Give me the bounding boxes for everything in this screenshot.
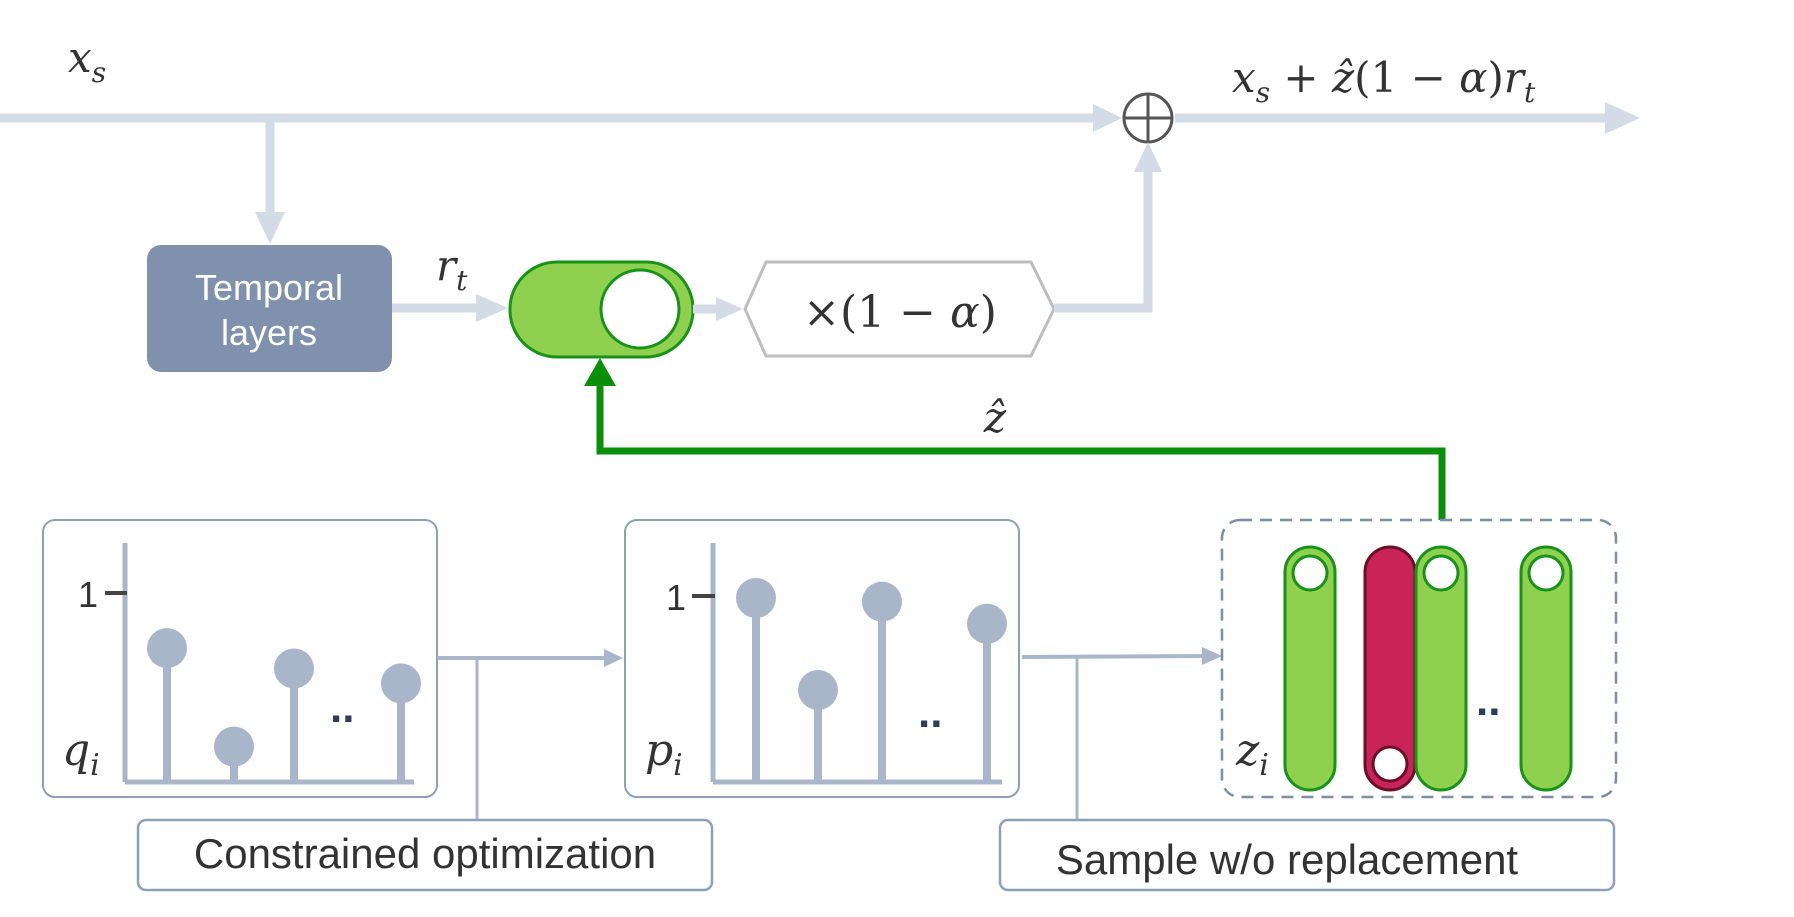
sum-node xyxy=(1122,92,1174,144)
p-ellipsis: .. xyxy=(918,688,942,737)
q-ellipsis: .. xyxy=(330,683,354,732)
p-stems xyxy=(736,578,1007,782)
gate-to-scale-arrowhead xyxy=(716,297,743,321)
p-panel-frame xyxy=(624,519,1020,798)
sampling-step: Sample w/o replacement xyxy=(998,818,1616,892)
z-hat-path xyxy=(596,380,1446,548)
optimization-step: Constrained optimization xyxy=(136,818,714,892)
q-stem-head-1 xyxy=(147,628,187,669)
p-stem-head-2 xyxy=(798,670,838,710)
z-pill-1 xyxy=(1283,545,1337,792)
q-stem-head-2 xyxy=(214,726,254,767)
q-stem-head-3 xyxy=(274,648,314,689)
z-pills xyxy=(1283,545,1573,792)
output-label: xs + ẑ(1 − α)rt xyxy=(1232,53,1536,109)
p-stem-head-4 xyxy=(967,603,1007,644)
temporal-to-gate-arrowhead xyxy=(476,294,508,322)
z-panel: .. zi xyxy=(1220,518,1618,799)
z-pill-knob-4 xyxy=(1527,554,1565,592)
gate-toggle-knob xyxy=(599,268,681,350)
p-stem-head-3 xyxy=(862,581,902,622)
z-pill-3 xyxy=(1414,545,1468,792)
scale-block: ×(1 − α) xyxy=(743,142,1162,358)
q-stems xyxy=(147,628,421,782)
sampling-box xyxy=(998,818,1616,892)
input-arrowhead xyxy=(1093,104,1122,132)
optimization-label: Constrained optimization xyxy=(194,830,656,877)
temporal-layers-box[interactable] xyxy=(147,245,392,372)
optimization-box xyxy=(136,818,714,892)
z-ellipsis: .. xyxy=(1476,676,1500,725)
scale-hexagon xyxy=(743,260,1056,358)
temporal-block: Temporal layers rt xyxy=(147,241,508,372)
main-flow: xs xs + ẑ(1 − α)rt xyxy=(0,33,1640,244)
q-stem-head-4 xyxy=(381,663,421,704)
z-hat-arrowhead xyxy=(584,358,616,386)
q-panel: 1 .. qi xyxy=(42,519,438,798)
scale-to-sum-line xyxy=(1054,168,1153,313)
control-path: ẑ xyxy=(584,358,1446,548)
gate-block xyxy=(508,260,743,359)
z-pill-4 xyxy=(1519,545,1573,792)
p-y-tick-label: 1 xyxy=(666,577,686,618)
z-pill-knob-1 xyxy=(1291,554,1329,592)
q-y-tick-label: 1 xyxy=(78,574,98,615)
branch-arrowhead xyxy=(255,212,285,244)
p-panel: 1 .. pi xyxy=(624,519,1020,798)
sampling-label: Sample w/o replacement xyxy=(1056,836,1519,883)
output-arrowhead xyxy=(1605,102,1640,134)
scale-label: ×(1 − α) xyxy=(803,287,997,338)
input-label: xs xyxy=(68,33,106,89)
p-to-z-line xyxy=(1021,654,1206,659)
temporal-label-line2: layers xyxy=(221,312,317,353)
rt-label: rt xyxy=(436,241,468,297)
z-pill-knob-2 xyxy=(1371,745,1409,783)
temporal-label-line1: Temporal xyxy=(195,267,343,308)
p-to-z-arrowhead xyxy=(1202,647,1222,665)
p-stem-head-1 xyxy=(736,578,776,618)
scale-to-sum-arrowhead xyxy=(1134,142,1162,172)
z-pill-knob-3 xyxy=(1422,554,1460,592)
q-to-p-arrowhead xyxy=(604,649,623,667)
z-hat-label: ẑ xyxy=(983,393,1007,442)
